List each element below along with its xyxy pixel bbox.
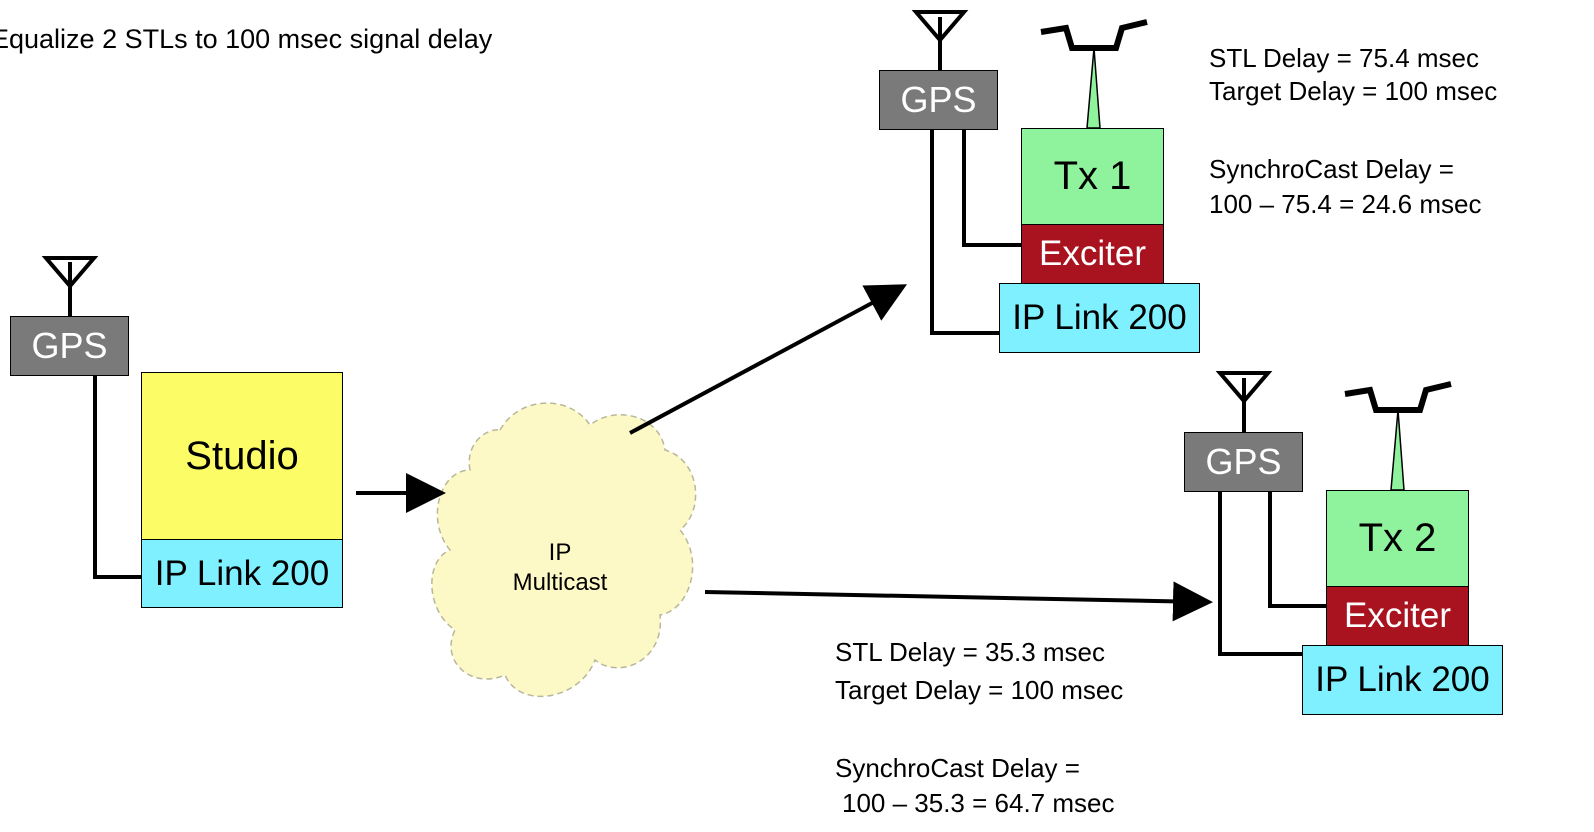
tx2-box: Tx 2 (1326, 490, 1469, 587)
cloud-to-tx2-arrow (704, 581, 1213, 622)
tx2-gps-to-exciter-cable (1268, 492, 1326, 608)
tx2-gps-antenna-icon (1215, 371, 1273, 432)
tx2-synchrocast-label: SynchroCast Delay = (835, 753, 1080, 783)
tx2-gps-box: GPS (1184, 432, 1303, 492)
studio-gps-box: GPS (10, 316, 129, 376)
cloud-label-line2: Multicast (512, 569, 608, 596)
cloud-label-line1: IP (548, 539, 572, 566)
tx2-exciter-box: Exciter (1326, 586, 1469, 646)
tx1-target-delay-text: Target Delay = 100 msec (1209, 76, 1498, 106)
studio-iplink-box: IP Link 200 (141, 539, 343, 608)
tx1-gps-to-iplink-cable (930, 130, 999, 335)
tx1-gps-box: GPS (879, 70, 998, 130)
cloud-to-tx1-arrow (629, 284, 908, 435)
tx2-synchrocast-calc: 100 – 35.3 = 64.7 msec (842, 788, 1115, 818)
diagram-title: Equalize 2 STLs to 100 msec signal delay (0, 24, 493, 54)
tx1-gps-antenna-icon (911, 10, 969, 70)
ip-multicast-cloud (431, 402, 697, 698)
tx2-transmit-antenna-icon (1344, 381, 1452, 491)
tx1-transmit-antenna-icon (1040, 19, 1148, 129)
tx1-exciter-box: Exciter (1021, 224, 1164, 284)
tx1-stl-delay-text: STL Delay = 75.4 msec (1209, 43, 1479, 73)
tx1-iplink-box: IP Link 200 (999, 283, 1200, 353)
tx2-stl-delay-text: STL Delay = 35.3 msec (835, 637, 1105, 667)
studio-box: Studio (141, 372, 343, 540)
tx1-synchrocast-label: SynchroCast Delay = (1209, 154, 1454, 184)
studio-gps-cable (93, 376, 142, 579)
tx2-gps-to-iplink-cable (1218, 492, 1302, 656)
studio-gps-antenna-icon (41, 256, 99, 316)
tx1-synchrocast-calc: 100 – 75.4 = 24.6 msec (1209, 189, 1482, 219)
tx1-box: Tx 1 (1021, 128, 1164, 225)
tx2-iplink-box: IP Link 200 (1302, 645, 1503, 715)
ip-multicast-label: IP Multicast (490, 538, 630, 598)
tx1-gps-to-exciter-cable (962, 130, 1021, 247)
tx2-target-delay-text: Target Delay = 100 msec (835, 675, 1124, 705)
